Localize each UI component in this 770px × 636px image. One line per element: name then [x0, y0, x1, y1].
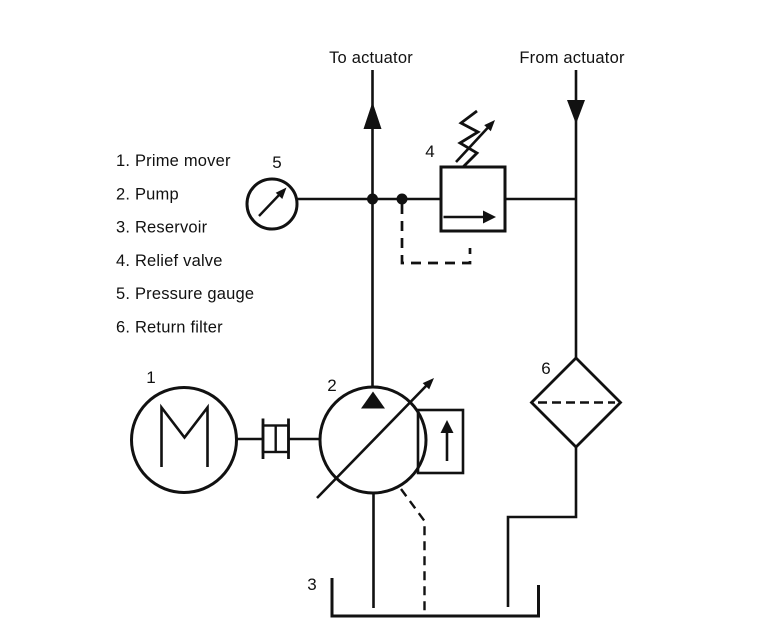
pressure-gauge-symbol	[245, 177, 299, 231]
filter-return-line	[506, 447, 578, 607]
return-down-arrow-icon	[567, 100, 585, 124]
legend: 1. Prime mover 2. Pump 3. Reservoir 4. R…	[116, 152, 254, 337]
reservoir-symbol	[330, 578, 540, 618]
gauge-needle-icon	[258, 187, 287, 217]
shaft-coupling-symbol	[261, 418, 290, 459]
motor-letter-m-icon	[160, 403, 209, 467]
legend-item-relief-valve: 4. Relief valve	[116, 252, 223, 270]
compensator-arrow-icon	[440, 420, 454, 461]
relief-valve-symbol	[439, 109, 507, 233]
variable-displacement-arrow-icon	[316, 378, 434, 499]
relief-pilot-line-dashed	[400, 204, 472, 265]
from-actuator-label: From actuator	[519, 49, 625, 67]
pressure-gauge-number: 5	[272, 153, 281, 172]
to-actuator-label: To actuator	[329, 49, 413, 67]
pump-number: 2	[327, 376, 336, 395]
return-filter-number: 6	[541, 359, 550, 378]
pump-drain-line-dashed	[400, 488, 426, 612]
legend-item-reservoir: 3. Reservoir	[116, 219, 208, 237]
relief-valve-number: 4	[425, 142, 434, 161]
relief-valve-flow-arrow-icon	[443, 210, 496, 224]
pump-flow-triangle-icon	[361, 391, 385, 409]
legend-item-return-filter: 6. Return filter	[116, 319, 223, 337]
relief-valve-spring-icon	[457, 109, 481, 169]
filter-diamond	[529, 356, 623, 449]
return-filter-symbol	[529, 356, 623, 449]
legend-item-pump: 2. Pump	[116, 185, 179, 203]
junction-dot	[367, 193, 378, 205]
pump-symbol	[316, 378, 465, 499]
prime-mover-symbol	[130, 386, 238, 494]
legend-item-prime-mover: 1. Prime mover	[116, 152, 231, 170]
reservoir-number: 3	[307, 575, 316, 594]
relief-valve-body	[439, 165, 507, 233]
legend-item-pressure-gauge: 5. Pressure gauge	[116, 285, 254, 303]
prime-mover-number: 1	[146, 368, 155, 387]
junction-dot	[396, 193, 408, 205]
spring-adjust-arrow-icon	[455, 120, 495, 163]
motor-circle	[130, 386, 238, 494]
supply-up-arrow-icon	[363, 102, 382, 129]
pressure-compensator-box	[416, 408, 465, 475]
